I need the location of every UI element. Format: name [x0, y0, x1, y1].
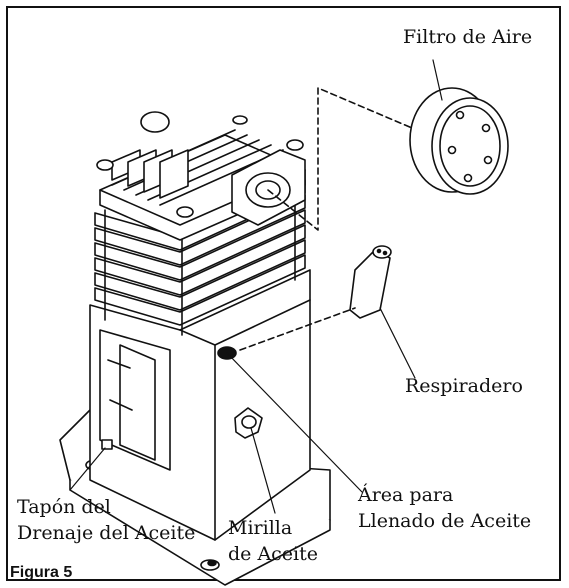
label-oil-fill-line1: Área para [358, 484, 454, 506]
label-air-filter: Filtro de Aire [403, 26, 533, 48]
figure-caption: Figura 5 [10, 564, 73, 581]
air-filter [409, 87, 509, 195]
label-drain-line1: Tapón del [17, 496, 111, 518]
leader-lines [69, 59, 443, 514]
oil-sight-glass [234, 407, 263, 439]
cylinder-head [96, 111, 306, 241]
label-sight-line1: Mirilla [228, 517, 293, 539]
label-sight-line2: de Aceite [228, 543, 319, 565]
crankcase [89, 269, 311, 541]
breather [349, 245, 392, 319]
label-drain-line2: Drenaje del Aceite [17, 522, 196, 544]
head-port [231, 149, 306, 226]
label-oil-fill-line2: Llenado de Aceite [358, 510, 532, 532]
label-breather: Respiradero [405, 375, 523, 397]
assembly-lines [239, 87, 413, 351]
oil-drain-plug [101, 439, 113, 450]
